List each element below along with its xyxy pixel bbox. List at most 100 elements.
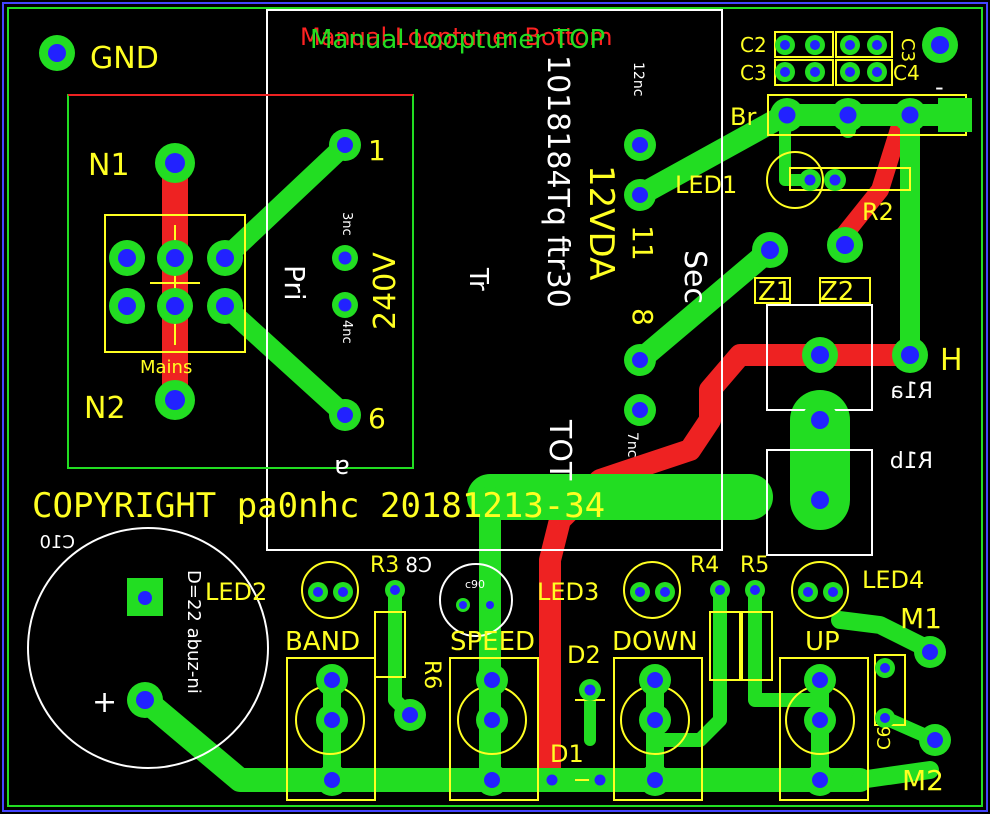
pin1-label: 1 <box>368 134 386 167</box>
pad-drill <box>118 297 136 315</box>
pad-drill <box>931 36 949 54</box>
pad-drill <box>778 106 796 124</box>
c3-label: C3 <box>740 61 767 85</box>
n2-label: N2 <box>84 391 126 426</box>
pad-drill <box>660 587 670 597</box>
pad-drill <box>632 187 648 203</box>
m1-label: M1 <box>900 602 942 635</box>
pad-drill <box>402 707 418 723</box>
n7-label: 7nc <box>624 432 640 457</box>
pad-drill <box>484 712 500 728</box>
pad <box>892 337 928 373</box>
pad-drill <box>484 672 500 688</box>
pad <box>867 35 887 55</box>
pad-drill <box>647 712 663 728</box>
pad <box>875 658 895 678</box>
mains-connector-outline <box>104 214 246 353</box>
tr-label: Tr <box>463 267 493 291</box>
r1b-label: R1b <box>890 449 933 474</box>
pad-drill <box>901 346 919 364</box>
pad-drill <box>632 352 648 368</box>
pad <box>639 664 671 696</box>
pad-drill <box>459 601 467 609</box>
pad <box>799 169 821 191</box>
pad-drill <box>811 346 829 364</box>
up-label: UP <box>805 627 840 657</box>
pad-drill <box>715 585 725 595</box>
copyright-text: COPYRIGHT pa0nhc 20181213-34 <box>32 486 605 526</box>
led4-label: LED4 <box>862 566 924 594</box>
pad-drill <box>337 137 353 153</box>
pad-drill <box>118 249 136 267</box>
z2-label: Z2 <box>820 277 854 307</box>
pad <box>775 35 795 55</box>
pad-drill <box>216 297 234 315</box>
pad <box>922 27 958 63</box>
c6-label: C6 <box>874 726 895 750</box>
pad-drill <box>872 40 882 50</box>
pad-drill <box>880 663 890 673</box>
top-title: Manual Looptuner TOP <box>310 25 605 55</box>
pad <box>155 143 195 183</box>
n12-label: 12nc <box>630 62 646 96</box>
pad-drill <box>338 587 348 597</box>
led2-label: LED2 <box>205 578 267 606</box>
c10-value-label: D=22 abuz-ni <box>183 570 204 694</box>
r1a-label: R1a <box>890 379 933 404</box>
pad-drill <box>780 67 790 77</box>
pad-drill <box>138 591 152 605</box>
pad-drill <box>828 587 838 597</box>
pad <box>333 582 353 602</box>
pin6-label: 6 <box>368 402 386 435</box>
pad-drill <box>166 249 184 267</box>
top-mirror-label: TOT <box>542 419 577 481</box>
pad <box>802 482 838 518</box>
n3-label: 3nc <box>339 212 354 236</box>
pad <box>109 288 145 324</box>
z1-label: Z1 <box>758 277 792 307</box>
pad-drill <box>839 106 857 124</box>
pad <box>624 129 656 161</box>
bottom-title: Manual Looptuner Bottom <box>300 23 613 51</box>
pad <box>127 682 163 718</box>
pad <box>316 664 348 696</box>
h-label: H <box>940 343 963 378</box>
pad-drill <box>872 67 882 77</box>
board-ground-edge <box>7 7 983 807</box>
pad-drill <box>810 40 820 50</box>
pad <box>804 664 836 696</box>
pad <box>914 636 946 668</box>
pad <box>805 35 825 55</box>
small-cap-label: c90 <box>465 578 485 591</box>
pad <box>207 240 243 276</box>
pad-drill <box>780 40 790 50</box>
pad-drill <box>810 67 820 77</box>
mirror-a-label: a <box>334 453 350 483</box>
pad-drill <box>484 772 500 788</box>
pad-drill <box>845 40 855 50</box>
m2-label: M2 <box>902 764 944 797</box>
pad <box>308 582 328 602</box>
pad <box>831 98 865 132</box>
pad-drill <box>647 772 663 788</box>
pads <box>39 27 972 796</box>
pad-drill <box>845 67 855 77</box>
r1b-outline <box>766 449 873 556</box>
small-cap-outline <box>439 563 513 637</box>
pad-drill <box>927 732 943 748</box>
pad <box>745 580 765 600</box>
pad <box>332 292 358 318</box>
pad <box>316 704 348 736</box>
pad <box>579 679 601 701</box>
pad-drill <box>812 712 828 728</box>
pad <box>541 769 563 791</box>
pad-drill <box>761 241 779 259</box>
c3-vertical-label: C3 <box>897 38 918 62</box>
pad-drill <box>136 691 154 709</box>
c10-label: C10 <box>40 532 75 553</box>
pad-drill <box>812 672 828 688</box>
pad <box>157 240 193 276</box>
pad-drill <box>216 249 234 267</box>
pad-drill <box>632 402 648 418</box>
